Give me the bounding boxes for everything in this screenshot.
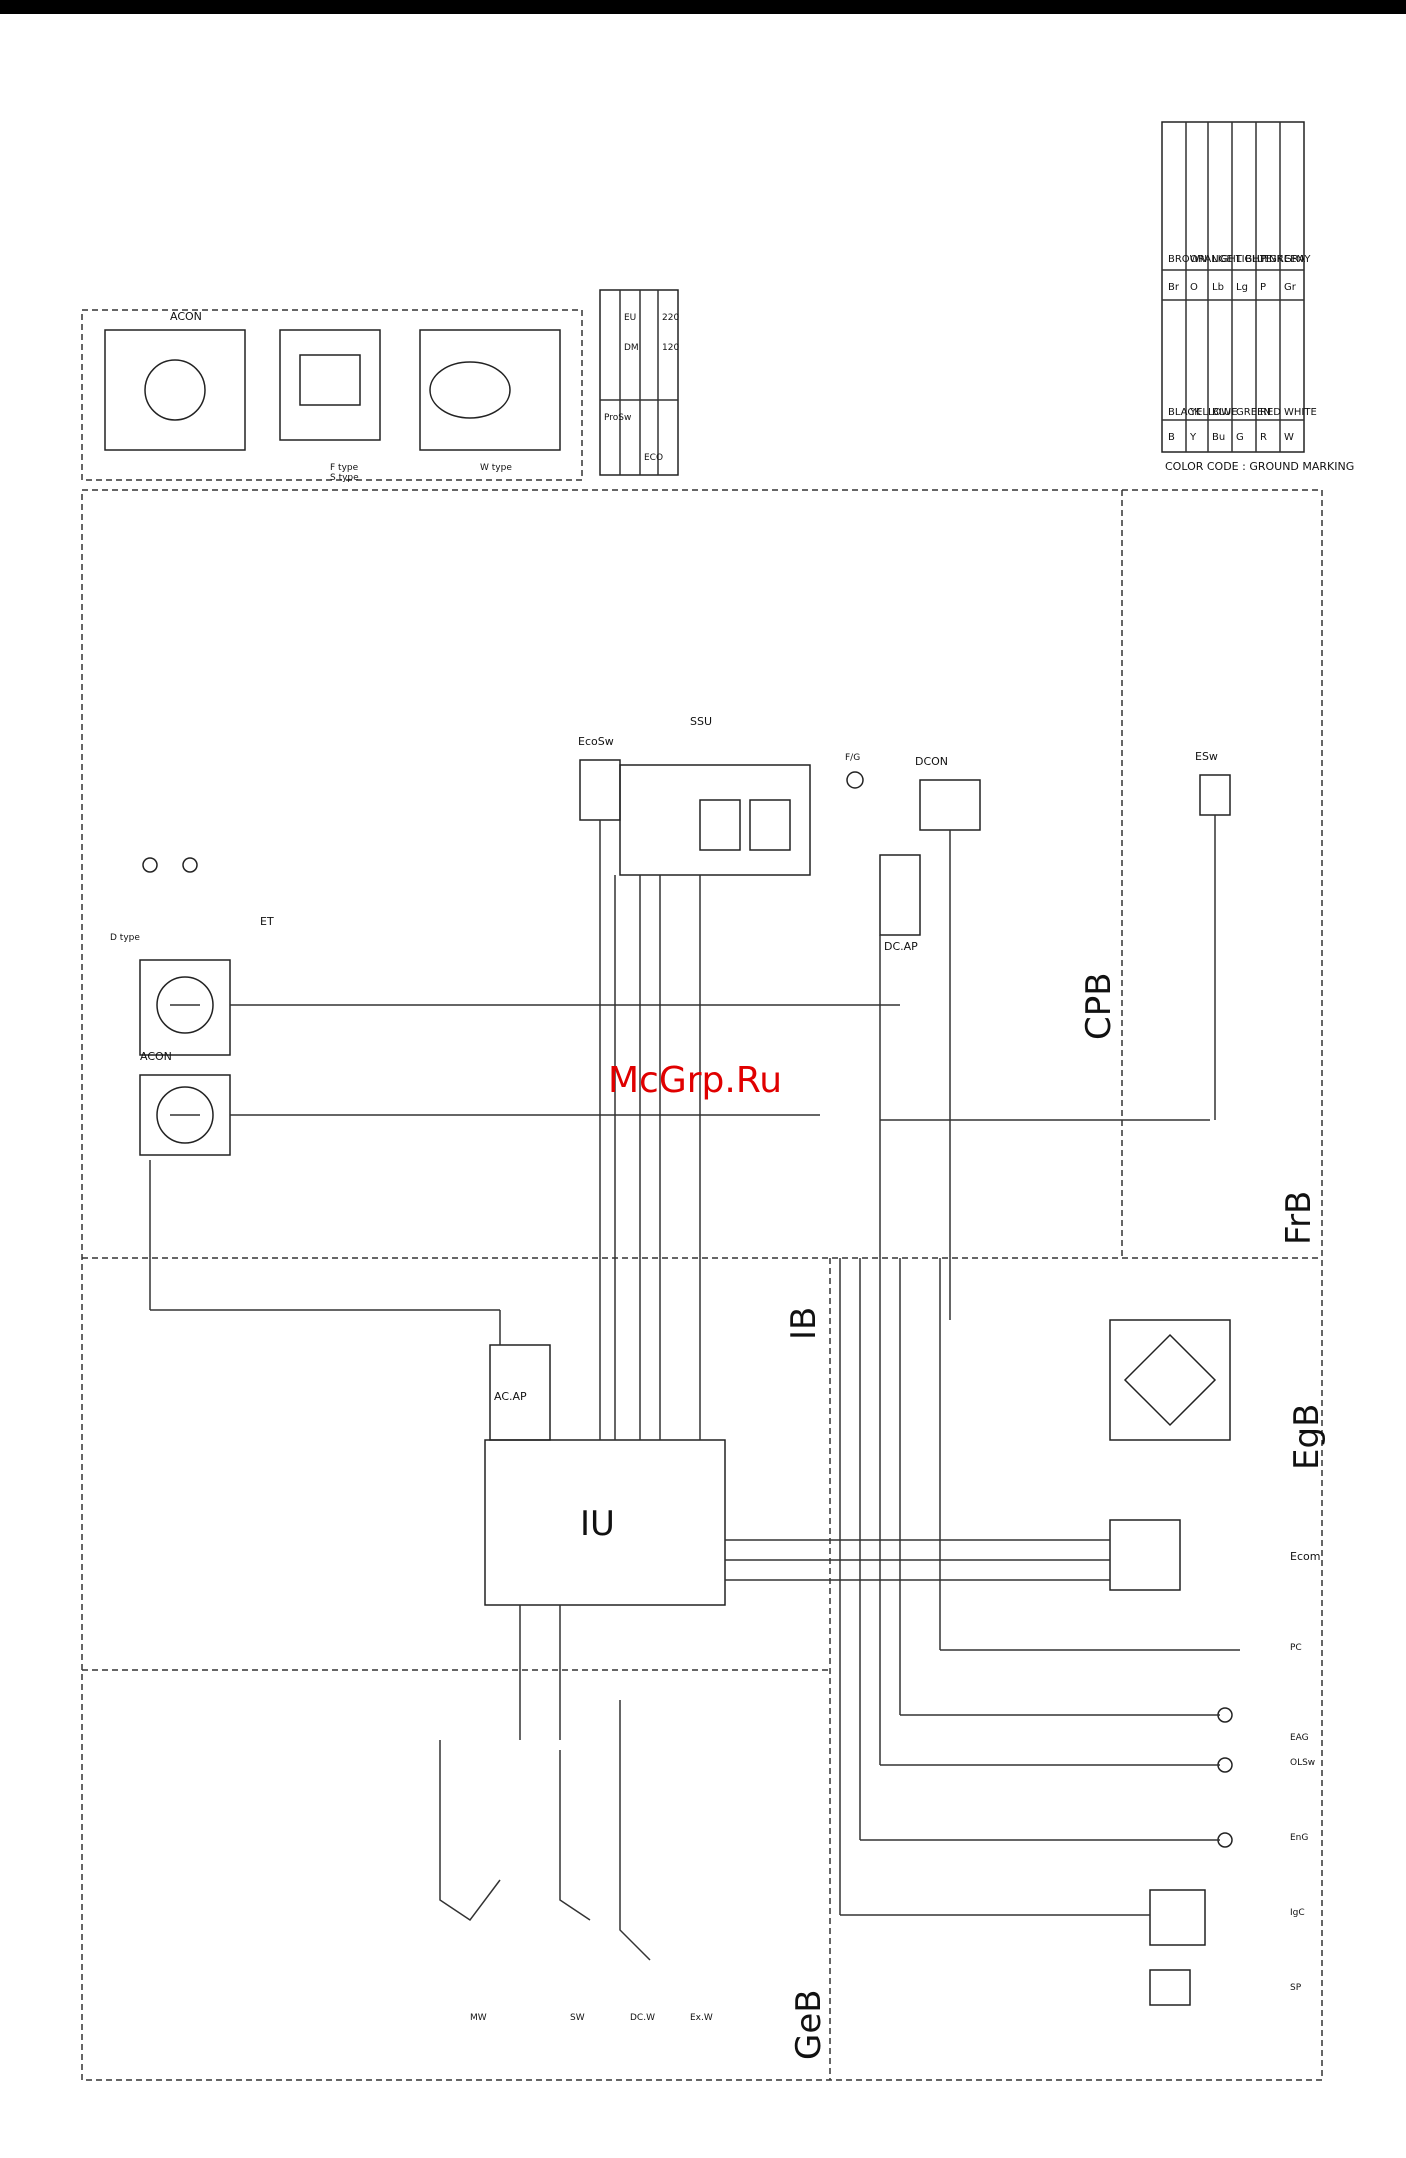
cc-r1-k2: Br: [1168, 282, 1180, 293]
acon-legend-label: ACON: [170, 310, 202, 323]
prosw-header: ProSw: [604, 413, 631, 423]
top-black-bar: [0, 0, 1406, 14]
dcon-box: [919, 779, 981, 831]
acon-legend-box: [81, 309, 583, 481]
sw-label: SW: [570, 2013, 585, 2023]
cc-r1-v2: BROWN: [1168, 254, 1207, 265]
terminal-pc: PC: [1290, 1643, 1302, 1653]
bottom-terminal-circles: [1217, 1707, 1233, 1848]
ecosw-box: [579, 759, 621, 821]
cc-r5-k1: R: [1260, 432, 1267, 443]
region-cpb: CPB: [1079, 972, 1119, 1040]
esw-label: ESw: [1195, 750, 1218, 763]
iu-label: IU: [580, 1504, 615, 1544]
dcap-label: DC.AP: [884, 940, 918, 953]
w-type-label: W type: [480, 463, 512, 473]
dcap-box: [879, 854, 921, 936]
ecom-box: [1109, 1519, 1181, 1591]
region-geb: GeB: [789, 1989, 829, 2060]
terminal-eag: EAG: [1290, 1733, 1309, 1743]
cc-r6-k2: Gr: [1284, 282, 1297, 293]
cc-r5-k2: P: [1260, 282, 1266, 293]
cc-r3-k2: Lb: [1212, 282, 1224, 293]
cc-r5-v1: RED: [1260, 407, 1281, 418]
bridge-box: [1109, 1319, 1231, 1441]
fg-label: F/G: [845, 753, 860, 763]
terminal-sp: SP: [1290, 1983, 1302, 1993]
cc-r1-k1: B: [1168, 432, 1175, 443]
cc-r5-v2: PINK: [1260, 254, 1283, 265]
cc-r4-k1: G: [1236, 432, 1244, 443]
fg-terminal: [846, 771, 864, 789]
sp-box: [1149, 1969, 1191, 2006]
esw-box: [1199, 774, 1231, 816]
ecom-label: Ecom: [1290, 1550, 1320, 1563]
terminal-a: [142, 857, 158, 873]
sw-winding: [559, 1750, 591, 1921]
cc-r2-v2: ORANGE: [1190, 254, 1233, 265]
ssu-box: [619, 764, 811, 876]
prosw-cell-dm: DM: [624, 343, 639, 353]
terminal-b: [182, 857, 198, 873]
dcw-winding: [619, 1700, 651, 1961]
et-label: ET: [260, 915, 274, 928]
color-code-table: [1161, 121, 1305, 453]
ecosw-label: EcoSw: [578, 735, 614, 748]
d-type-label: D type: [110, 933, 140, 943]
s-type-label: S type: [330, 473, 359, 483]
cc-r3-v2: LIGHT BLUE: [1212, 254, 1271, 265]
cc-r2-k1: Y: [1189, 432, 1197, 443]
cc-r2-v1: YELLOW: [1189, 407, 1231, 418]
cc-r4-v2: LIGHT GREEN: [1236, 254, 1304, 265]
region-egb: EgB: [1287, 1404, 1327, 1470]
region-frb: FrB: [1279, 1191, 1319, 1245]
cc-r3-k1: Bu: [1212, 432, 1225, 443]
region-ib: IB: [784, 1307, 824, 1340]
prosw-cell-120: 120: [662, 343, 679, 353]
wire-harness: [149, 815, 1240, 1916]
igc-box: [1149, 1889, 1206, 1946]
prosw-cell-220: 220: [662, 313, 679, 323]
cc-r3-v1: BLUE: [1212, 407, 1238, 418]
acon-top-connector: [139, 959, 231, 1156]
cc-r6-v2: GRAY: [1284, 254, 1311, 265]
f-type-label: F type: [330, 463, 359, 473]
cc-r6-v1: WHITE: [1284, 407, 1317, 418]
watermark: McGrp.Ru: [608, 1060, 782, 1101]
mw-winding: [439, 1740, 501, 1922]
ssu-label: SSU: [690, 715, 712, 728]
terminal-olsw: OLSw: [1290, 1758, 1315, 1768]
terminal-igc: IgC: [1290, 1908, 1305, 1918]
dcw-label: DC.W: [630, 2013, 655, 2023]
dcon-label: DCON: [915, 755, 948, 768]
acon-legend-connectors: [104, 329, 561, 451]
iu-box: [484, 1439, 726, 1606]
color-code-caption: COLOR CODE : GROUND MARKING: [1165, 460, 1354, 473]
cc-r4-v1: GREEN: [1236, 407, 1271, 418]
cc-r4-k2: Lg: [1236, 282, 1248, 293]
cc-r2-k2: O: [1190, 282, 1198, 293]
exw-label: Ex.W: [690, 2013, 713, 2023]
cc-r6-k1: W: [1284, 432, 1294, 443]
mw-label: MW: [470, 2013, 487, 2023]
prosw-table: [599, 289, 679, 476]
cc-r1-v1: BLACK: [1168, 407, 1201, 418]
outer-frame: [81, 489, 1323, 2081]
prosw-row-eco: ECO: [644, 453, 663, 463]
acap-label: AC.AP: [494, 1390, 527, 1403]
acon-top-label: ACON: [140, 1050, 172, 1063]
prosw-cell-eu: EU: [624, 313, 636, 323]
terminal-eng: EnG: [1290, 1833, 1308, 1843]
